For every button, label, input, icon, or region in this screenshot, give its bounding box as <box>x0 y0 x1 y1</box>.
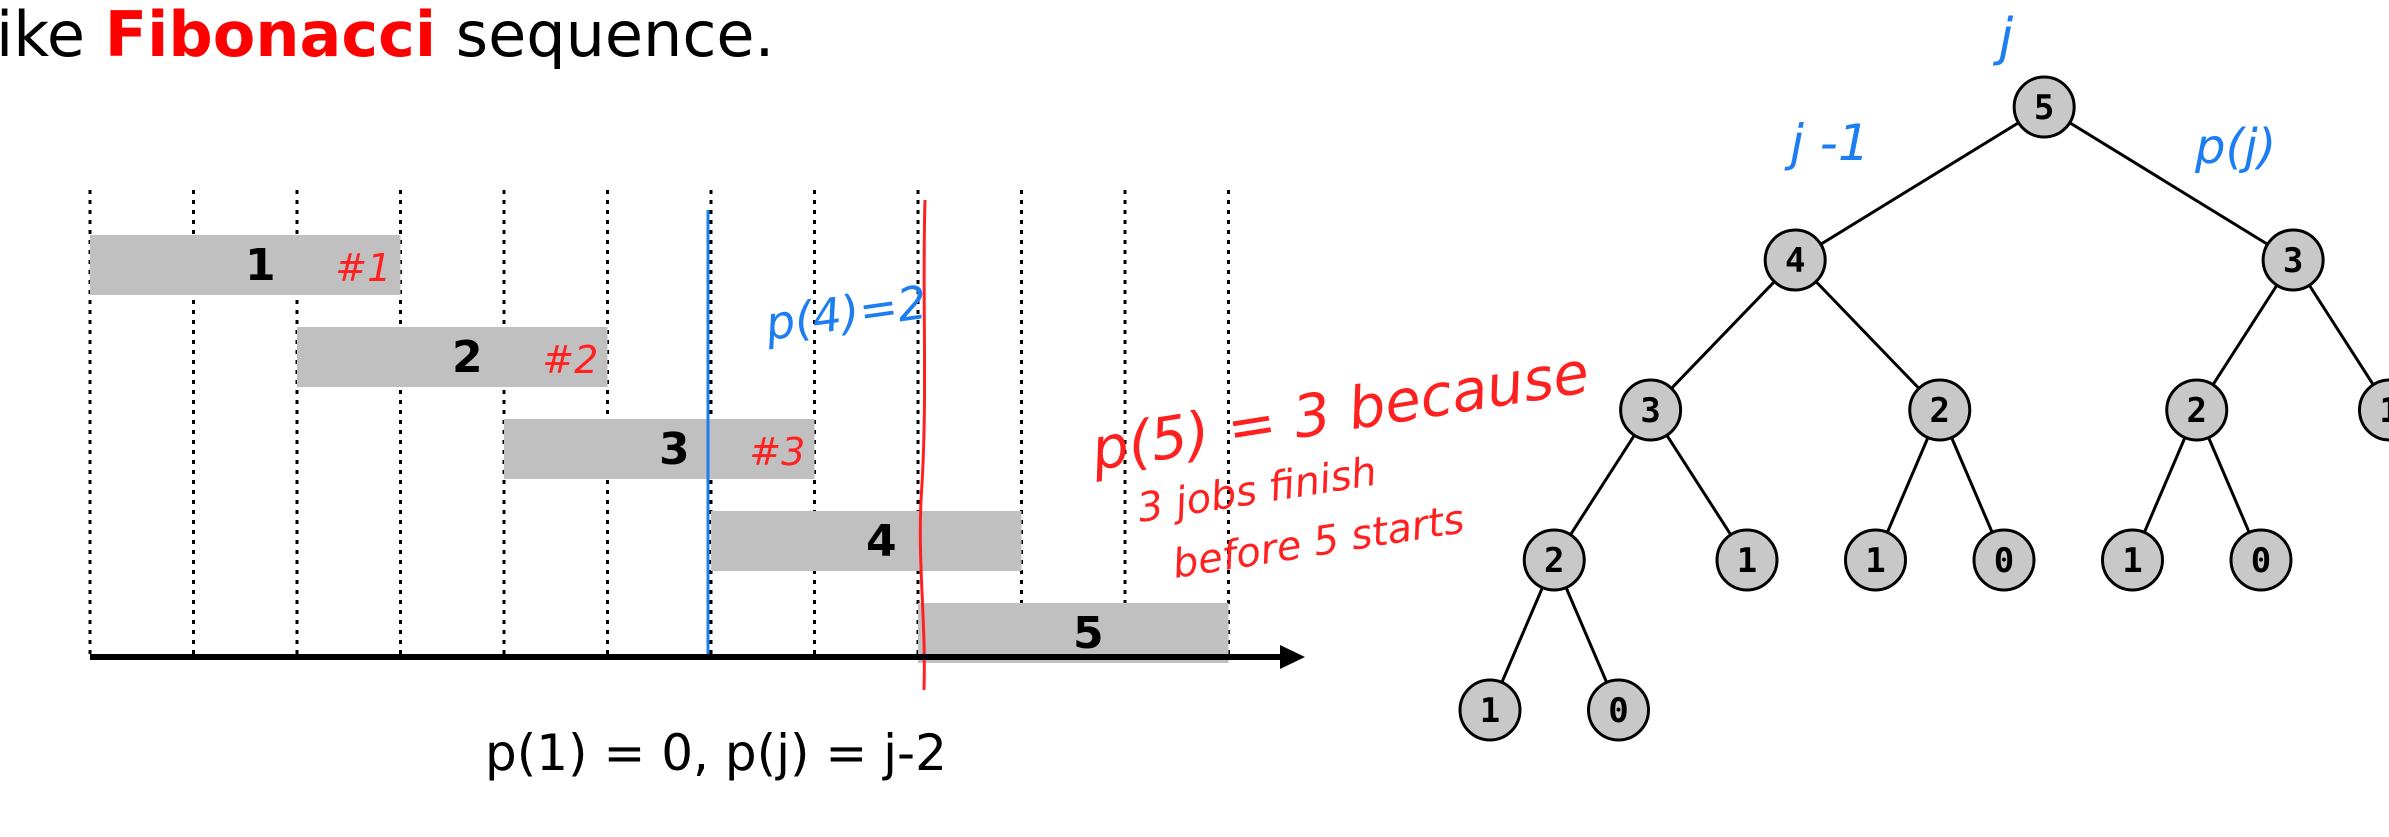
tree-node-circle <box>1522 528 1586 592</box>
tree-node: 1 <box>2101 528 2164 592</box>
job-timeline: 1 #1 2 #2 3 #3 4 5 <box>88 190 1305 691</box>
tree-nodes: 5 4 3 3 2 2 1 2 1 1 0 1 0 1 0 <box>1458 75 2389 742</box>
tree-node: 5 <box>2012 75 2076 139</box>
tree-node-circle <box>1763 228 1827 292</box>
edge-label-root: j <box>1993 8 2014 68</box>
tree-node-label: 1 <box>1865 541 1885 581</box>
tree-edge <box>1794 258 1941 412</box>
tree-node-circle <box>2165 378 2229 442</box>
tree-node: 0 <box>2229 528 2293 592</box>
job-4: 4 <box>711 511 1022 571</box>
tree-node: 2 <box>1522 528 1586 592</box>
tree-node-label: 2 <box>2187 391 2207 431</box>
tree-node: 4 <box>1763 228 1827 292</box>
job-bars: 1 #1 2 #2 3 #3 4 5 <box>90 235 1229 663</box>
recursion-tree: 5 4 3 3 2 2 1 2 1 1 0 1 0 1 0 j j -1 p(j) <box>1458 8 2389 742</box>
tree-node-circle <box>2229 528 2293 592</box>
tree-node-circle <box>1844 528 1907 592</box>
time-axis-arrowhead <box>1280 645 1305 669</box>
tree-node-label: 1 <box>2122 541 2142 581</box>
job-order-note: #2 <box>542 338 598 382</box>
tree-node: 1 <box>1715 528 1779 592</box>
heading-highlight: Fibonacci <box>105 0 436 71</box>
job-bar <box>711 511 1022 571</box>
tree-node-label: 1 <box>2379 391 2389 431</box>
tree-node: 0 <box>1972 528 2036 592</box>
tree-node-circle <box>2358 378 2389 442</box>
job-3: 3 #3 <box>504 419 815 479</box>
tree-node-circle <box>1715 528 1779 592</box>
job-label: 5 <box>1073 608 1104 659</box>
tree-node-label: 0 <box>2251 541 2271 581</box>
p5-cutoff-line <box>918 199 927 691</box>
tree-node: 0 <box>1587 678 1650 742</box>
tree-node-label: 0 <box>1994 541 2014 581</box>
tree-node-circle <box>2261 228 2325 292</box>
tree-node-circle <box>1908 378 1972 442</box>
tree-node-label: 1 <box>1480 691 1500 731</box>
tree-node-circle <box>1458 678 1522 742</box>
edge-label-right: p(j) <box>2194 119 2276 175</box>
job-label: 1 <box>245 240 276 291</box>
annotation-p4: p(4)=2 <box>761 275 930 351</box>
tree-node-circle <box>1619 378 1683 442</box>
tree-node-circle <box>1972 528 2036 592</box>
tree-node-label: 3 <box>2283 241 2303 281</box>
tree-node-label: 2 <box>1930 391 1950 431</box>
job-label: 3 <box>659 424 690 475</box>
job-bar <box>918 603 1229 663</box>
tree-node: 2 <box>1908 378 1972 442</box>
job-bar <box>90 235 401 295</box>
tree-node-circle <box>2012 75 2076 139</box>
tree-edge <box>2043 105 2294 262</box>
tree-node-circle <box>2101 528 2164 592</box>
job-bar <box>297 327 608 387</box>
tree-node-circle <box>1587 678 1650 742</box>
tree-node: 3 <box>1619 378 1683 442</box>
tree-edge <box>1794 105 2045 262</box>
tree-node: 2 <box>2165 378 2229 442</box>
job-1: 1 #1 <box>90 235 401 295</box>
heading-tail: sequence. <box>436 0 774 71</box>
job-bar <box>504 419 815 479</box>
slide-heading: ike Fibonacci sequence. <box>0 0 774 71</box>
edge-label-left: j -1 <box>1784 114 1870 172</box>
p-formula: p(1) = 0, p(j) = j-2 <box>485 724 947 782</box>
job-2: 2 #2 <box>297 327 608 387</box>
job-label: 2 <box>452 332 483 383</box>
tree-node-label: 2 <box>1544 541 1564 581</box>
tree-node: 1 <box>1458 678 1522 742</box>
tree-node: 1 <box>2358 378 2389 442</box>
heading-lead: ike <box>0 0 105 71</box>
tree-edge <box>1649 258 1797 412</box>
tree-node-label: 1 <box>1737 541 1757 581</box>
job-label: 4 <box>866 516 897 567</box>
tree-node: 1 <box>1844 528 1907 592</box>
job-order-note: #1 <box>335 246 391 290</box>
tree-node-label: 5 <box>2034 88 2054 128</box>
tree-node-label: 0 <box>1608 691 1628 731</box>
job-5: 5 <box>918 603 1229 663</box>
tree-node-label: 4 <box>1785 241 1805 281</box>
tree-node: 3 <box>2261 228 2325 292</box>
job-order-note: #3 <box>749 430 805 474</box>
tree-node-label: 3 <box>1640 391 1660 431</box>
